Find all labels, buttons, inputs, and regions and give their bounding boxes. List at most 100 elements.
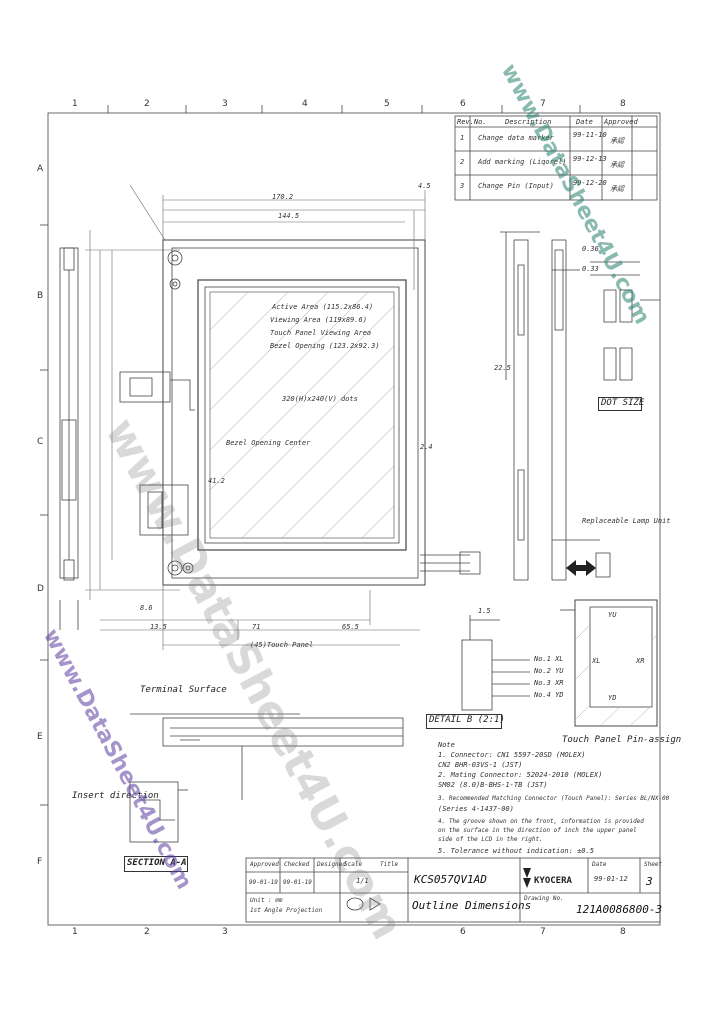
top-dimension-lines	[129, 184, 426, 290]
note-line-2: CN2 BHR-03VS-1 (JST)	[438, 761, 523, 769]
tb-drawing-no: 121A0086800-3	[576, 903, 663, 916]
dot-dim-2: 0.33	[582, 265, 599, 273]
dot-size-label-box	[598, 397, 642, 411]
dim-side-1: 22.5	[494, 364, 511, 372]
revision-table-lines	[454, 115, 658, 201]
tb-units: Unit : mm	[250, 897, 283, 904]
dim-inner: 41.2	[208, 477, 225, 485]
tb-date-checked: 99-01-19	[283, 879, 312, 886]
zone-col-1-bottom: 1	[72, 927, 78, 937]
dot-size-label: DOT SIZE	[601, 398, 645, 408]
dim-bottom-2: 13.5	[150, 623, 167, 631]
section-label: SECTION A-A	[127, 858, 187, 868]
rev-row-1-date: 99-11-10	[573, 131, 607, 139]
note-line-5: 3. Recommended Matching Connector (Touch…	[438, 795, 670, 802]
section-label-box	[124, 856, 188, 872]
tb-method: 1st Angle Projection	[250, 907, 323, 914]
label-bezel-opening: Bezel Opening (123.2x92.3)	[270, 342, 380, 350]
section-view	[129, 713, 404, 843]
detail-b-dim: 1.5	[478, 607, 491, 615]
sheet-border	[47, 112, 661, 926]
zone-col-2: 2	[144, 99, 150, 109]
rev-header-no: Rev.No.	[457, 118, 487, 126]
tb-model: KCS057QV1AD	[414, 873, 487, 886]
rev-row-2-date: 99-12-13	[573, 155, 607, 163]
rev-row-2-no: 2	[460, 158, 465, 166]
rev-row-1-desc: Change data marker	[478, 134, 554, 142]
module-outline	[162, 239, 426, 586]
label-lamp-unit: Replaceable Lamp Unit	[582, 517, 671, 525]
note-line-8: on the surface in the direction of inch …	[438, 827, 637, 834]
kyocera-logo-icon	[523, 868, 531, 888]
rev-row-3-no: 3	[460, 182, 465, 190]
detail-b	[461, 615, 530, 711]
label-terminal-surface: Terminal Surface	[140, 685, 227, 695]
detail-b-pin-4: No.4 YD	[534, 691, 564, 699]
zone-row-a: A	[37, 164, 44, 174]
zone-col-8: 8	[620, 99, 626, 109]
tb-drawing-title: Outline Dimensions	[412, 899, 532, 912]
tp-pin-xr: XR	[636, 657, 645, 665]
detail-b-label-box	[426, 714, 502, 729]
bottom-dimension-lines	[100, 585, 420, 650]
detail-b-pin-3: No.3 XR	[534, 679, 564, 687]
tb-drawing-no-label: Drawing No.	[524, 895, 564, 902]
note-line-6: (Series 4-1437-00)	[438, 805, 514, 813]
zone-col-6-bottom: 6	[460, 927, 466, 937]
note-line-1: 1. Connector: CN1 5597-20SD (MOLEX)	[438, 751, 586, 759]
zone-ticks	[40, 105, 581, 806]
rev-row-3-stamp: 承認	[610, 185, 624, 193]
zone-row-f: F	[37, 857, 43, 867]
dim-top-right: 4.5	[418, 182, 431, 190]
label-touch-panel-viewing: Touch Panel Viewing Area	[270, 329, 372, 337]
zone-col-8-bottom: 8	[620, 927, 626, 937]
fpc-connector	[119, 371, 481, 575]
rev-row-2-desc: Add marking (Liqorel)	[478, 158, 567, 166]
rev-header-date: Date	[576, 118, 593, 126]
tp-pin-label: Touch Panel Pin-assign	[562, 735, 682, 745]
dim-width-2: 144.5	[278, 212, 300, 220]
label-viewing-area: Viewing Area (119x89.6)	[270, 316, 367, 324]
notes-title: Note	[438, 741, 455, 749]
zone-row-e: E	[37, 732, 43, 742]
active-area-hatch	[209, 291, 395, 539]
touch-panel-pin-assign	[560, 599, 658, 727]
rev-row-1-stamp: 承認	[610, 137, 624, 145]
dim-overall-width: 170.2	[272, 193, 294, 201]
label-insert-direction: Insert direction	[72, 791, 159, 801]
dim-bottom-center: 71	[252, 623, 261, 631]
label-touch-panel: (45)Touch Panel	[250, 641, 314, 649]
lamp-arrow-icon	[566, 560, 596, 576]
zone-row-b: B	[37, 291, 44, 301]
right-side-view	[500, 231, 611, 581]
zone-col-4: 4	[302, 99, 308, 109]
tp-pin-xl: XL	[592, 657, 601, 665]
note-line-10: 5. Tolerance without indication: ±0.5	[438, 847, 594, 855]
zone-col-7-bottom: 7	[540, 927, 546, 937]
tp-pin-yd: YD	[608, 694, 617, 702]
tb-date-label: Date	[592, 861, 607, 868]
note-line-3: 2. Mating Connector: 52024-2010 (MOLEX)	[438, 771, 603, 779]
dot-size-figure	[590, 261, 660, 381]
tb-date-approved: 99-01-19	[249, 879, 278, 886]
left-dimension-lines	[85, 230, 180, 600]
zone-col-3: 3	[222, 99, 228, 109]
rev-row-3-desc: Change Pin (Input)	[478, 182, 554, 190]
title-block-lines	[245, 857, 661, 923]
zone-col-2-bottom: 2	[144, 927, 150, 937]
tb-approved: Approved	[250, 861, 279, 868]
note-line-9: side of the LCD in the right.	[438, 836, 543, 843]
detail-b-pin-1: No.1 XL	[534, 655, 564, 663]
rev-row-2-stamp: 承認	[610, 161, 624, 169]
detail-b-label: DETAIL B (2:1)	[429, 715, 505, 725]
tb-sheet-value: 3	[646, 875, 653, 888]
rev-row-3-date: 99-12-20	[573, 179, 607, 187]
zone-row-d: D	[37, 584, 44, 594]
zone-col-3-bottom: 3	[222, 927, 228, 937]
tb-designed: Designed	[317, 861, 346, 868]
tb-scale: Scale	[344, 861, 363, 868]
note-line-7: 4. The groove shown on the front, inform…	[438, 818, 644, 825]
label-active-area: Active Area (115.2x86.4)	[272, 303, 374, 311]
